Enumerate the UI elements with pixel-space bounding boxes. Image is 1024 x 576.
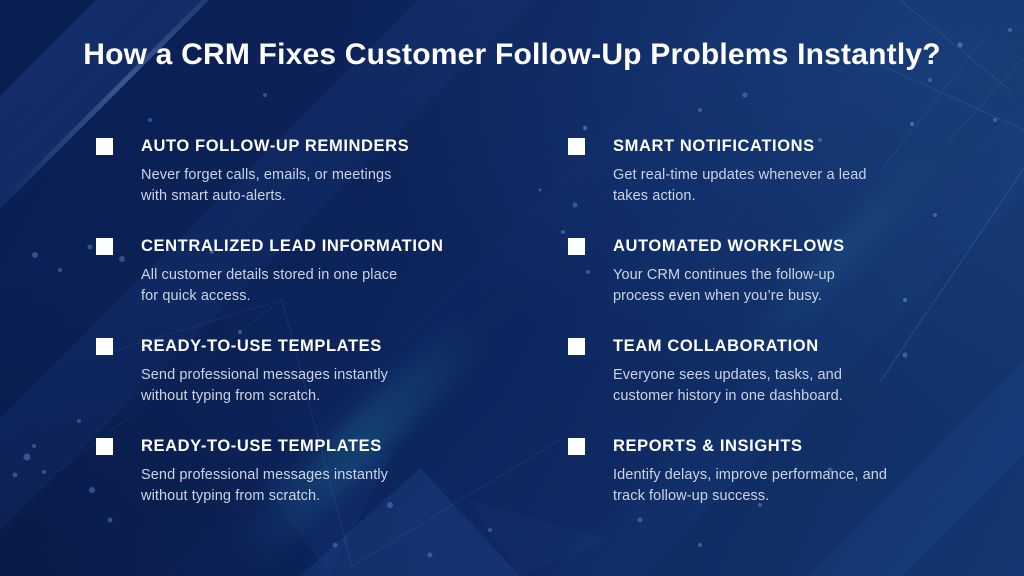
square-bullet-icon xyxy=(96,338,113,356)
feature-description: Everyone sees updates, tasks, and custom… xyxy=(613,367,843,404)
feature-heading: TEAM COLLABORATION xyxy=(613,337,819,356)
feature-item-ready-to-use-templates-2: READY-TO-USE TEMPLATES Send professional… xyxy=(96,437,568,506)
feature-item-automated-workflows: AUTOMATED WORKFLOWS Your CRM continues t… xyxy=(568,237,1008,306)
feature-heading: AUTOMATED WORKFLOWS xyxy=(613,237,845,256)
square-bullet-icon xyxy=(96,238,113,256)
feature-item-reports-insights: REPORTS & INSIGHTS Identify delays, impr… xyxy=(568,437,1008,506)
square-bullet-icon xyxy=(568,338,585,356)
feature-description: Your CRM continues the follow-up process… xyxy=(613,267,835,304)
feature-heading: SMART NOTIFICATIONS xyxy=(613,137,815,155)
square-bullet-icon xyxy=(568,438,585,456)
feature-description: Get real-time updates whenever a lead ta… xyxy=(613,166,867,204)
feature-heading: READY-TO-USE TEMPLATES xyxy=(141,337,382,356)
page-title: How a CRM Fixes Customer Follow-Up Probl… xyxy=(83,38,941,71)
right-column: SMART NOTIFICATIONS Get real-time update… xyxy=(568,137,1008,507)
left-column: AUTO FOLLOW-UP REMINDERS Never forget ca… xyxy=(96,137,568,507)
feature-item-team-collaboration: TEAM COLLABORATION Everyone sees updates… xyxy=(568,337,1008,406)
square-bullet-icon xyxy=(96,138,113,155)
square-bullet-icon xyxy=(96,438,113,456)
feature-heading: REPORTS & INSIGHTS xyxy=(613,437,803,456)
feature-description: Never forget calls, emails, or meetings … xyxy=(141,166,392,204)
feature-item-auto-follow-up-reminders: AUTO FOLLOW-UP REMINDERS Never forget ca… xyxy=(96,137,568,206)
feature-heading: CENTRALIZED LEAD INFORMATION xyxy=(141,237,444,256)
square-bullet-icon xyxy=(568,138,585,155)
feature-item-centralized-lead-information: CENTRALIZED LEAD INFORMATION All custome… xyxy=(96,237,568,306)
feature-item-ready-to-use-templates: READY-TO-USE TEMPLATES Send professional… xyxy=(96,337,568,406)
square-bullet-icon xyxy=(568,238,585,256)
feature-heading: READY-TO-USE TEMPLATES xyxy=(141,437,382,456)
feature-description: Identify delays, improve performance, an… xyxy=(613,467,888,504)
feature-item-smart-notifications: SMART NOTIFICATIONS Get real-time update… xyxy=(568,137,1008,206)
feature-description: Send professional messages instantly wit… xyxy=(141,467,389,504)
feature-description: Send professional messages instantly wit… xyxy=(141,367,389,404)
feature-heading: AUTO FOLLOW-UP REMINDERS xyxy=(141,137,410,155)
feature-description: All customer details stored in one place… xyxy=(141,267,398,304)
feature-columns: AUTO FOLLOW-UP REMINDERS Never forget ca… xyxy=(96,137,1008,507)
